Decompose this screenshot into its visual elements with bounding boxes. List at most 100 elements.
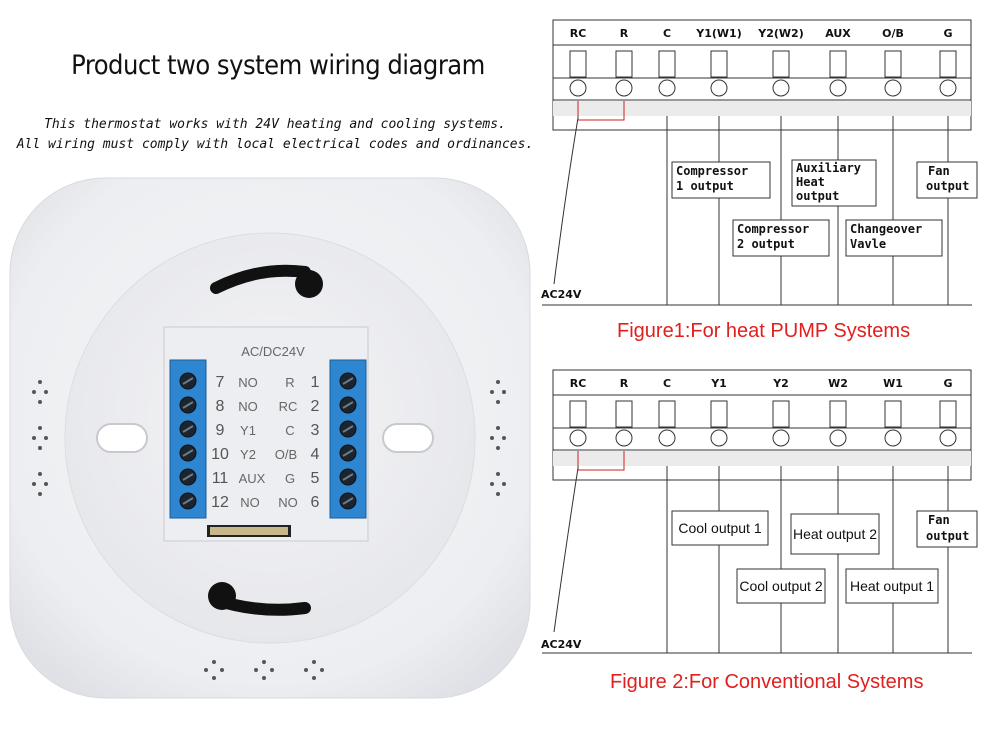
terminal-screw	[615, 79, 633, 97]
left-terminal-num: 12	[211, 494, 229, 511]
block-screw-slot	[342, 473, 354, 481]
fig1-auxiliary-box	[791, 159, 877, 207]
right-terminal-label: R	[285, 375, 294, 390]
terminal-screw	[772, 429, 790, 447]
left-terminal-label: Y2	[240, 447, 256, 462]
block-screw-slot	[342, 377, 354, 385]
block-screw-slot	[342, 425, 354, 433]
terminal-screw	[772, 79, 790, 97]
terminal-screw	[658, 79, 676, 97]
block-screw-slot	[182, 401, 194, 409]
fig2-terminal-label: C	[663, 377, 671, 390]
terminal-tab	[658, 400, 676, 428]
terminal-screw	[615, 429, 633, 447]
right-terminal-num: 6	[311, 494, 320, 511]
terminal-screw	[569, 79, 587, 97]
fig1-compressor2-box	[732, 219, 830, 257]
terminal-screw	[884, 79, 902, 97]
fig1-fan-box	[916, 161, 978, 199]
terminal-tab	[569, 50, 587, 78]
svg-text:Heat output 2: Heat output 2	[793, 526, 877, 542]
right-terminal-label: O/B	[275, 447, 297, 462]
terminal-tab	[569, 400, 587, 428]
left-terminal-num: 9	[216, 422, 225, 439]
fig2-terminal-label: Y2	[772, 377, 789, 390]
fig2-supply-label: AC24V	[541, 638, 582, 651]
figure2-diagram: RC R C Y1 Y2 W2 W1 G Cool output 1 Heat …	[541, 369, 978, 654]
terminal-tab	[939, 50, 957, 78]
right-terminal-num: 3	[311, 422, 320, 439]
left-terminal-label: NO	[240, 495, 260, 510]
fig2-cool1-box	[671, 510, 769, 546]
fig1-terminal-label: RC	[570, 27, 587, 40]
terminal-screw	[569, 429, 587, 447]
terminal-screw	[710, 429, 728, 447]
fig1-terminal-label: G	[943, 27, 952, 40]
right-terminal-label: NO	[278, 495, 298, 510]
svg-text:Cool output 1: Cool output 1	[678, 520, 761, 536]
terminal-tab	[710, 400, 728, 428]
block-screw-slot	[182, 497, 194, 505]
fig1-terminal-label: C	[663, 27, 671, 40]
figure1-caption: Figure1:For heat PUMP Systems	[617, 320, 911, 342]
svg-text:2 output: 2 output	[737, 237, 795, 251]
terminal-tab	[710, 50, 728, 78]
svg-text:Compressor: Compressor	[737, 222, 809, 236]
right-screw-hole	[382, 423, 434, 453]
block-screw-slot	[182, 449, 194, 457]
terminal-tab	[884, 400, 902, 428]
svg-text:Auxiliary: Auxiliary	[796, 161, 861, 175]
fig2-heat1-box	[845, 568, 939, 604]
terminal-tab	[939, 400, 957, 428]
right-terminal-num: 2	[311, 398, 320, 415]
right-terminal-num: 5	[311, 470, 320, 487]
terminal-tab	[829, 400, 847, 428]
fig1-terminal-label: Y2(W2)	[757, 27, 803, 40]
terminal-tab	[772, 400, 790, 428]
fig1-terminal-label: R	[620, 27, 629, 40]
svg-text:output: output	[796, 189, 839, 203]
figure2-terminal-strip	[552, 369, 972, 396]
terminal-tab	[772, 50, 790, 78]
svg-text:output: output	[926, 529, 969, 543]
left-terminal-block	[169, 359, 207, 519]
right-terminal-label: RC	[279, 399, 298, 414]
svg-text:Heat: Heat	[796, 175, 825, 189]
left-terminal-num: 10	[211, 446, 229, 463]
fig1-compressor1-box	[671, 161, 771, 199]
right-terminal-label: G	[285, 471, 295, 486]
terminal-screw	[939, 79, 957, 97]
note-line-1: This thermostat works with 24V heating a…	[44, 117, 506, 132]
fig1-changeover-box	[845, 219, 943, 257]
terminal-screw	[829, 429, 847, 447]
page-title: Product two system wiring diagram	[71, 50, 485, 81]
block-screw-slot	[182, 425, 194, 433]
block-screw-slot	[342, 497, 354, 505]
fig2-fan-box	[916, 510, 978, 548]
left-terminal-num: 8	[216, 398, 225, 415]
board-label: AC/DC24V	[241, 344, 305, 359]
svg-text:Fan: Fan	[928, 513, 950, 527]
block-screw-slot	[182, 377, 194, 385]
terminal-tab	[615, 400, 633, 428]
left-screw-hole	[96, 423, 148, 453]
terminal-screw	[939, 429, 957, 447]
block-screw-slot	[342, 401, 354, 409]
fig2-terminal-label: Y1	[710, 377, 727, 390]
right-terminal-label: C	[285, 423, 294, 438]
fig1-terminal-label: Y1(W1)	[695, 27, 741, 40]
left-terminal-num: 11	[212, 470, 229, 487]
fig2-terminal-label: RC	[570, 377, 587, 390]
fig2-terminal-label: G	[943, 377, 952, 390]
top-mount-slot	[210, 264, 311, 294]
left-terminal-label: NO	[238, 399, 258, 414]
left-terminal-label: AUX	[239, 471, 266, 486]
svg-text:Compressor: Compressor	[676, 164, 748, 178]
terminal-tab	[615, 50, 633, 78]
right-terminal-num: 4	[311, 446, 320, 463]
terminal-tab	[884, 50, 902, 78]
svg-text:1 output: 1 output	[676, 179, 734, 193]
vent-dots	[32, 380, 506, 680]
fig1-terminal-label: AUX	[825, 27, 851, 40]
